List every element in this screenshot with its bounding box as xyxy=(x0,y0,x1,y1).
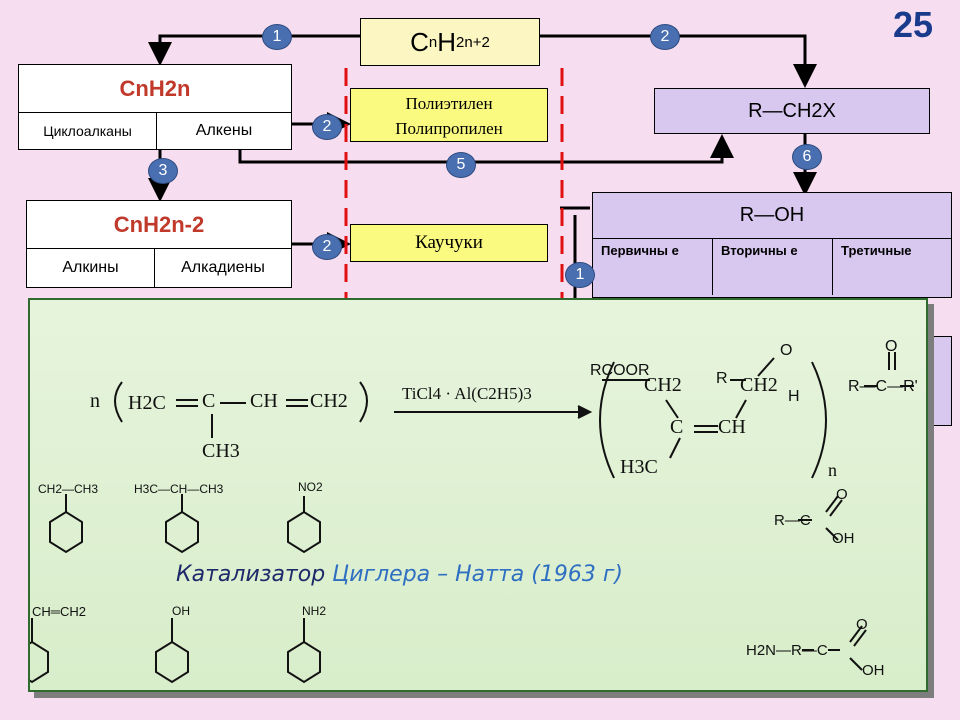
cumene-label: H3C—CH—CH3 xyxy=(134,482,224,496)
badge-3: 3 xyxy=(148,158,178,184)
badge-2-top: 2 xyxy=(650,24,680,50)
polyethylene-label: Полиэтилен xyxy=(405,94,493,113)
catalyst-formula: TiCl4 · Al(C2H5)3 xyxy=(402,384,532,403)
polymer-ch2-right: CH2 xyxy=(740,374,778,396)
tertiary-alcohol-label: Третичные xyxy=(841,243,912,258)
alcohol-title: R—OH xyxy=(593,193,951,239)
alcohol-box: R—OH Первичны е Вторичны е Третичные xyxy=(592,192,952,298)
secondary-alcohol-label: Вторичны е xyxy=(713,239,833,295)
catalyst-caption: Катализатор Циглера – Натта (1963 г) xyxy=(176,562,623,587)
alkynes-label: Алкины xyxy=(27,249,155,287)
alkenes-block: CnH2n Циклоалканы Алкены xyxy=(18,64,292,150)
aldehyde-o: O xyxy=(780,342,793,359)
nitrobenzene-label: NO2 xyxy=(298,480,323,494)
polymers-box: Полиэтилен Полипропилен xyxy=(350,88,548,142)
alkadienes-label: Алкадиены xyxy=(181,259,265,276)
acid-oh: OH xyxy=(832,530,855,547)
ziegler-natta-panel: n H2C C CH CH2 CH3 TiCl4 · Al(C2H5)3 RCO… xyxy=(28,298,928,692)
amino-acid-o: O xyxy=(856,616,868,633)
alkynes-block: CnH2n-2 Алкины Алкадиены xyxy=(26,200,292,288)
alkynes-formula: CnH2n-2 xyxy=(27,201,291,249)
rubbers-box: Каучуки xyxy=(350,224,548,262)
reaction-coefficient: n xyxy=(90,390,100,412)
reaction-bonds xyxy=(30,352,914,684)
polymer-ch: CH xyxy=(718,416,746,438)
monomer-h2c: H2C xyxy=(128,392,166,414)
alkenes-formula: CnH2n xyxy=(19,65,291,113)
styrene-label: CH═CH2 xyxy=(32,604,86,619)
aldehyde-r: R xyxy=(716,370,728,387)
amino-acid-oh: OH xyxy=(862,662,885,679)
monomer-ch3: CH3 xyxy=(202,440,240,462)
ethylbenzene-label: CH2—CH3 xyxy=(38,482,99,496)
alkanes-sub-n: n xyxy=(428,33,438,51)
acid-o: O xyxy=(836,486,848,503)
acid-fragment: R—C xyxy=(774,512,811,529)
caption-highlight: Циглера – Натта (1963 г) xyxy=(332,562,623,587)
badge-1-partial: 1 xyxy=(565,262,595,288)
phenol-label: OH xyxy=(172,604,190,618)
haloalkane-box: R—CH2X xyxy=(654,88,930,134)
primary-alcohol-label: Первичны е xyxy=(593,239,713,295)
polymer-c: C xyxy=(670,416,684,438)
badge-2-rubbers: 2 xyxy=(312,234,342,260)
aniline-label: NH2 xyxy=(302,604,327,618)
ketone-fragment: R—C—R' xyxy=(848,378,918,395)
monomer-ch2: CH2 xyxy=(310,390,348,412)
amino-acid-fragment: H2N—R—C xyxy=(746,642,828,659)
hidden-box-right xyxy=(926,336,952,426)
page-number: 25 xyxy=(893,4,934,45)
alkanes-sub-h: 2n+2 xyxy=(456,33,490,51)
aldehyde-h: H xyxy=(788,388,800,405)
caption-prefix: Катализатор xyxy=(176,562,333,587)
cycloalkanes-label: Циклоалканы xyxy=(19,113,157,149)
polymer-subscript-n: n xyxy=(828,460,837,480)
alkenes-label: Алкены xyxy=(195,122,253,139)
polymer-ch2-left: CH2 xyxy=(644,374,682,396)
polypropylene-label: Полипропилен xyxy=(395,119,503,138)
ketone-o: O xyxy=(885,338,898,355)
badge-1: 1 xyxy=(262,24,292,50)
badge-6: 6 xyxy=(792,144,822,170)
ester-fragment: RCOOR xyxy=(590,362,650,379)
badge-5: 5 xyxy=(446,152,476,178)
badge-2-polymers: 2 xyxy=(312,114,342,140)
alkanes-h: H xyxy=(437,26,457,57)
alkanes-c: C xyxy=(410,26,429,57)
polymer-h3c: H3C xyxy=(620,456,658,478)
monomer-ch: CH xyxy=(250,390,278,412)
monomer-c: C xyxy=(202,390,216,412)
